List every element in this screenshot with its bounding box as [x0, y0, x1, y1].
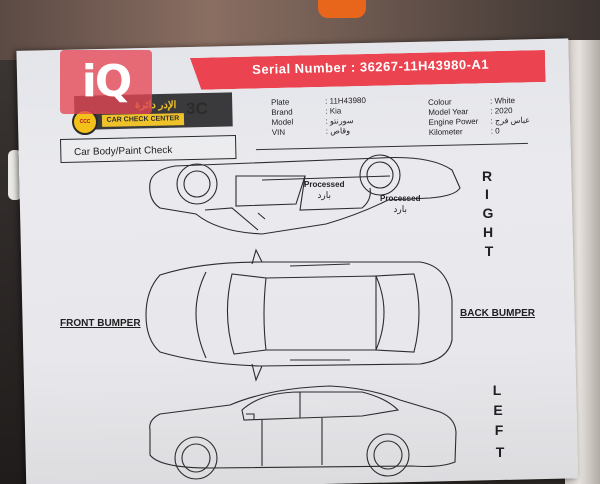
- processed-arabic: بارد: [393, 204, 408, 214]
- watermark-logo: iQ: [60, 50, 152, 114]
- side-letter: I: [485, 186, 489, 202]
- processed-label: Processed: [380, 194, 421, 203]
- car-left-view: [149, 385, 457, 480]
- car-top-view: [145, 248, 453, 382]
- side-letter: G: [482, 205, 494, 221]
- side-letter: T: [495, 444, 505, 460]
- side-letter: F: [494, 422, 504, 438]
- car-right-view: [149, 154, 461, 235]
- side-letter: T: [484, 243, 494, 259]
- logo-arabic: الإدر دائرة: [135, 100, 177, 111]
- side-letter: E: [493, 402, 503, 418]
- processed-label: Processed: [304, 180, 345, 189]
- logo-code: 3C: [186, 99, 208, 118]
- side-letter: L: [492, 382, 502, 398]
- side-letter: R: [481, 168, 493, 184]
- processed-mark: Processed بارد: [304, 179, 344, 201]
- front-bumper-label: FRONT BUMPER: [60, 318, 141, 329]
- processed-mark: Processed بارد: [380, 193, 420, 215]
- back-bumper-label: BACK BUMPER: [460, 308, 535, 319]
- processed-arabic: بارد: [317, 190, 332, 200]
- side-letter: H: [482, 224, 494, 240]
- background-object: [318, 0, 366, 18]
